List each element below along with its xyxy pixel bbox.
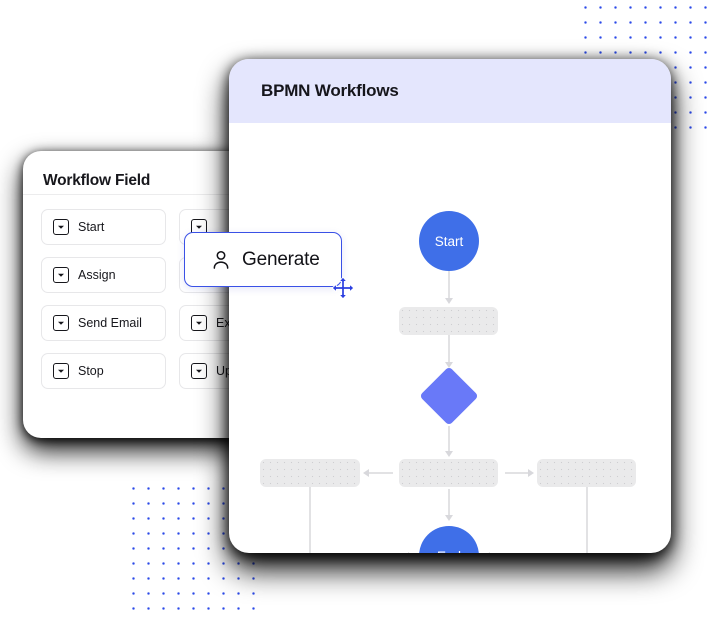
workflow-field-item-label: Assign — [78, 268, 116, 282]
select-dropdown-icon — [191, 363, 207, 379]
bpmn-card-title: BPMN Workflows — [261, 81, 399, 100]
workflow-field-item-label: Send Email — [78, 316, 142, 330]
move-handle-icon[interactable] — [331, 276, 355, 300]
connector-left-elbow-vertical — [309, 487, 311, 553]
bpmn-node-task-right[interactable] — [537, 459, 636, 487]
workflow-field-grid: Start Assign Send Email Stop Ge — [23, 195, 323, 389]
workflow-field-item-send-email[interactable]: Send Email — [41, 305, 166, 341]
workflow-field-item-label: Up — [216, 364, 232, 378]
bpmn-node-task-left[interactable] — [260, 459, 360, 487]
bpmn-node-start[interactable]: Start — [419, 211, 479, 271]
connector-task-to-gateway — [448, 335, 450, 363]
generate-drag-chip[interactable]: Generate — [184, 232, 342, 287]
select-dropdown-icon — [53, 219, 69, 235]
bpmn-node-task-middle[interactable] — [399, 459, 498, 487]
arrowhead-down-gateway — [444, 362, 453, 368]
connector-start-to-task — [448, 271, 450, 299]
connector-mid-to-left — [369, 472, 393, 474]
bpmn-node-start-label: Start — [434, 233, 464, 249]
connector-mid-to-right — [505, 472, 529, 474]
select-dropdown-icon — [191, 315, 207, 331]
arrowhead-left — [363, 468, 369, 477]
arrowhead-left-end-right — [484, 551, 490, 553]
arrowhead-down-end — [444, 515, 453, 521]
workflow-field-item-label: Start — [78, 220, 105, 234]
person-icon — [213, 250, 229, 269]
panel-divider — [23, 194, 323, 195]
select-dropdown-icon — [53, 363, 69, 379]
bpmn-node-gateway[interactable] — [419, 366, 479, 426]
connector-gateway-to-mid — [448, 426, 450, 453]
arrowhead-right — [528, 468, 534, 477]
bpmn-diagram-canvas[interactable]: Start — [229, 123, 671, 553]
arrowhead-down-start — [444, 298, 453, 304]
bpmn-node-end[interactable]: End — [419, 526, 479, 553]
workflow-field-title: Workflow Field — [43, 172, 151, 189]
arrowhead-down-mid — [444, 451, 453, 457]
workflow-field-column-1: Start Assign Send Email Stop — [41, 209, 166, 389]
workflow-field-item-label: Stop — [78, 364, 104, 378]
generate-chip-label: Generate — [242, 248, 320, 270]
workflow-field-item-stop[interactable]: Stop — [41, 353, 166, 389]
bpmn-node-end-label: End — [437, 549, 461, 554]
bpmn-node-task-top[interactable] — [399, 307, 498, 335]
select-dropdown-icon — [53, 267, 69, 283]
bpmn-workflows-card: BPMN Workflows Start — [229, 59, 671, 553]
connector-mid-to-end — [448, 489, 450, 516]
workflow-field-item-assign[interactable]: Assign — [41, 257, 166, 293]
workflow-field-item-start[interactable]: Start — [41, 209, 166, 245]
connector-right-elbow-vertical — [586, 487, 588, 553]
arrowhead-right-end-left — [408, 551, 414, 553]
bpmn-card-header: BPMN Workflows — [229, 59, 671, 123]
select-dropdown-icon — [53, 315, 69, 331]
